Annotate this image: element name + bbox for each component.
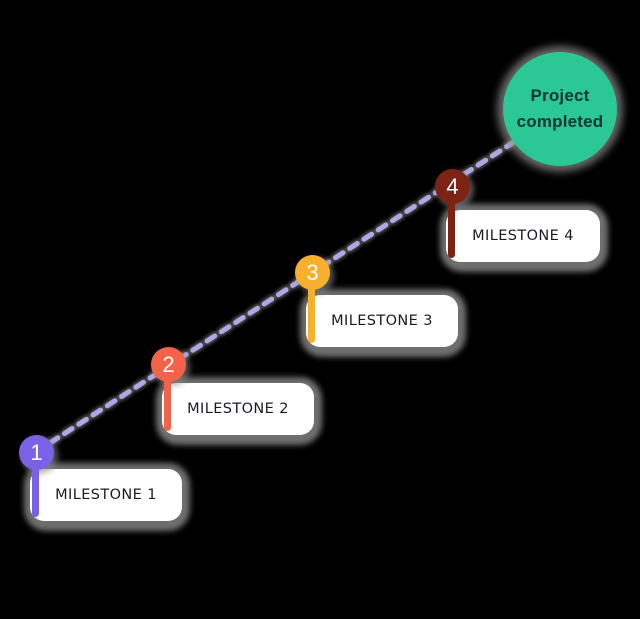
milestone-3-label: MILESTONE 3 <box>331 313 433 329</box>
milestone-4-card: MILESTONE 4 <box>446 210 600 262</box>
milestone-3-stem <box>308 272 315 343</box>
milestone-2-stem <box>164 364 171 431</box>
milestone-4-number: 4 <box>446 174 459 199</box>
milestone-3-marker: 3 <box>295 255 330 290</box>
milestone-1-number: 1 <box>30 440 43 465</box>
milestone-3-card: MILESTONE 3 <box>306 295 458 347</box>
milestone-1-stem <box>32 452 39 517</box>
milestone-2-number: 2 <box>162 352 175 377</box>
milestone-3-number: 3 <box>306 260 319 285</box>
completion-label: Project completed <box>516 85 604 131</box>
milestone-2-card: MILESTONE 2 <box>162 383 314 435</box>
milestone-1-marker: 1 <box>19 435 54 470</box>
milestone-1-label: MILESTONE 1 <box>55 487 157 503</box>
milestone-4-label: MILESTONE 4 <box>472 228 574 244</box>
completion-circle: Project completed <box>503 52 617 166</box>
milestone-4-marker: 4 <box>435 169 470 204</box>
milestone-4-stem <box>448 186 455 258</box>
milestone-1-card: MILESTONE 1 <box>30 469 182 521</box>
milestone-2-marker: 2 <box>151 347 186 382</box>
milestone-2-label: MILESTONE 2 <box>187 401 289 417</box>
